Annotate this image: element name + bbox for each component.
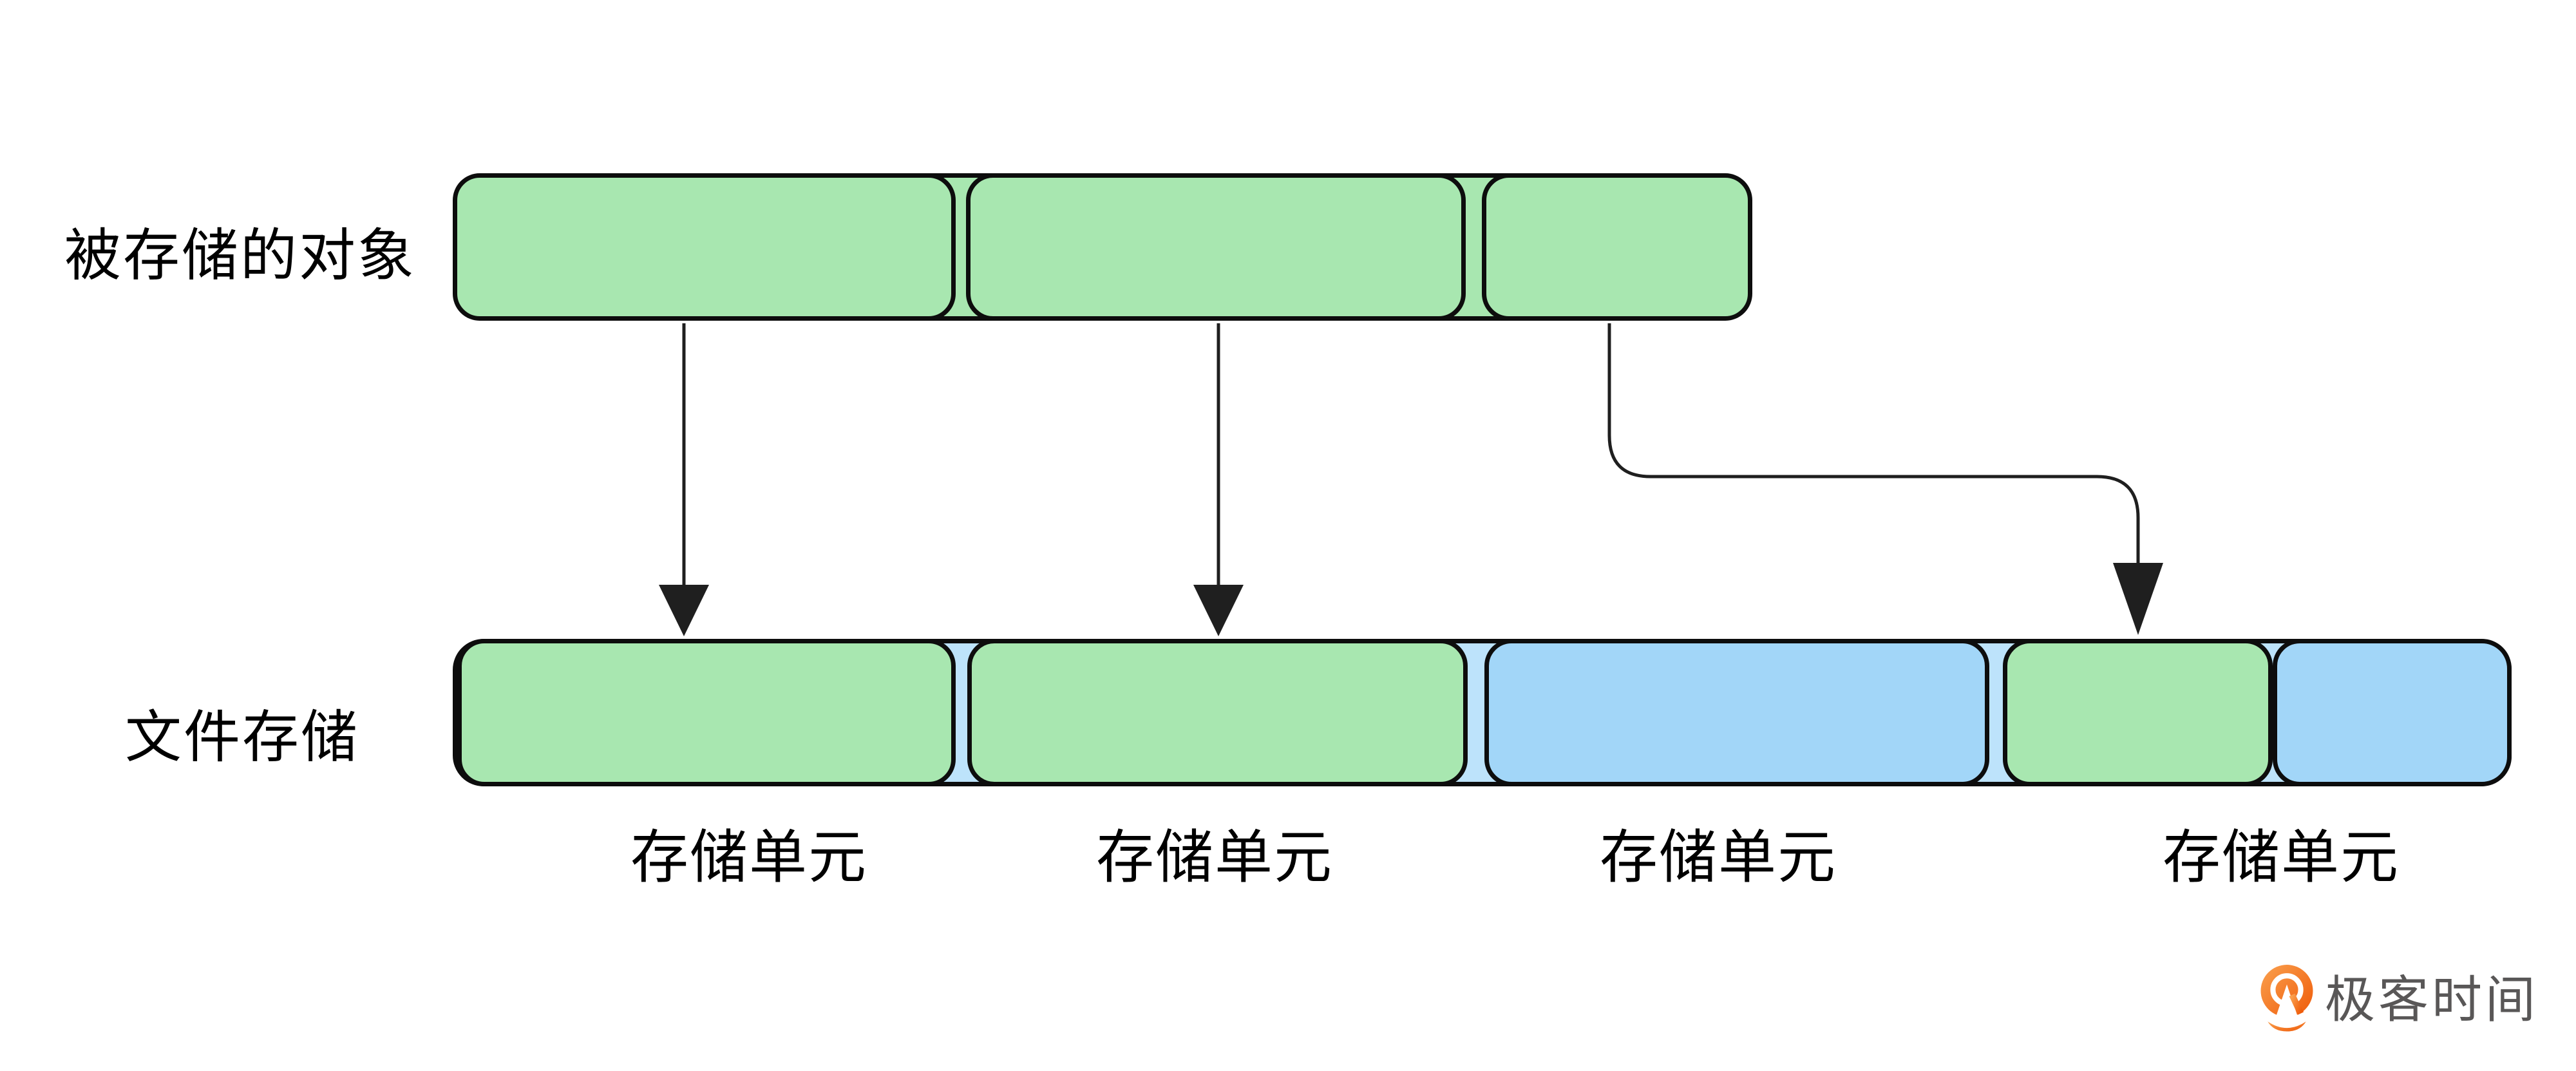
arrow-down-icon-2 — [1193, 323, 1244, 636]
object-bar-container — [453, 173, 1752, 321]
geektime-logo: 极客时间 — [2258, 963, 2539, 1036]
file-storage-row-label: 文件存储 — [125, 705, 360, 769]
storage-unit-label-3: 存储单元 — [1600, 826, 1837, 890]
arrow-curved-icon-3 — [1607, 323, 2163, 635]
storage-cell-3 — [1484, 639, 1989, 786]
storage-cell-1 — [457, 639, 956, 786]
object-segment-2 — [966, 173, 1466, 321]
storage-cell-4 — [2003, 639, 2273, 786]
geektime-logo-text: 极客时间 — [2325, 971, 2539, 1028]
object-row-label: 被存储的对象 — [64, 223, 417, 287]
storage-cell-2 — [967, 639, 1468, 786]
object-segment-1 — [453, 173, 956, 321]
arrow-down-icon-1 — [659, 323, 709, 636]
storage-unit-label-2: 存储单元 — [1096, 826, 1333, 890]
storage-unit-label-1: 存储单元 — [630, 826, 867, 890]
object-segment-3 — [1482, 173, 1752, 321]
storage-cell-5 — [2273, 639, 2512, 786]
storage-bar-container — [453, 639, 2512, 786]
storage-unit-label-4: 存储单元 — [2163, 826, 2400, 890]
geektime-logo-icon — [2260, 965, 2313, 1032]
